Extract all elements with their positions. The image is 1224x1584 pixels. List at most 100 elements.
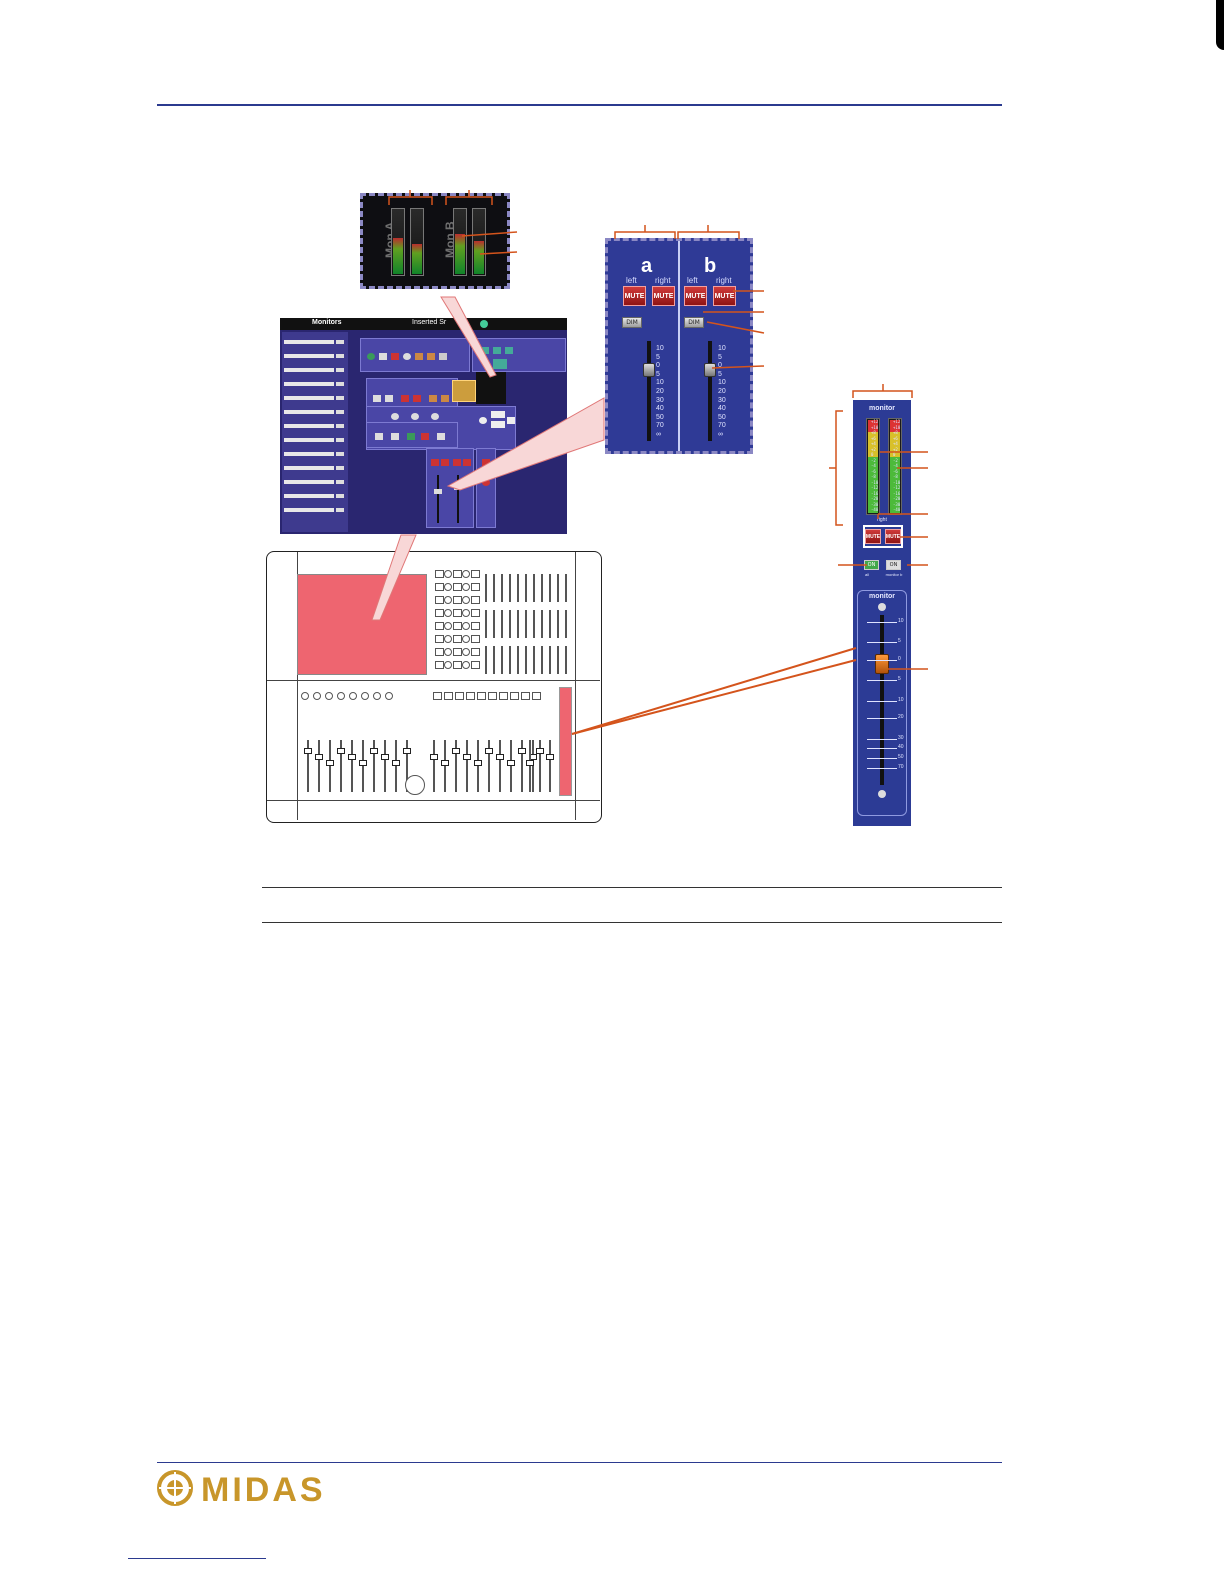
meter-right-scale-label: -2 [893, 457, 898, 463]
console-control [462, 570, 470, 578]
console-fader-cap [536, 748, 544, 754]
console-screen-highlight [297, 574, 427, 675]
fader-b-scale-label: 50 [718, 413, 726, 421]
console-control [435, 583, 444, 591]
meter-right-scale-label: 0 [893, 452, 896, 457]
console-fader-cap [370, 748, 378, 754]
fader-b-knob[interactable] [704, 363, 716, 377]
monitor-header: monitor [868, 405, 896, 412]
console-channel-column [549, 574, 551, 602]
group-b-label: b [704, 255, 717, 277]
console-channel-column [557, 574, 559, 602]
console-knob [385, 692, 393, 700]
page-edge-tab [1216, 0, 1224, 50]
console-fader-track [395, 740, 397, 792]
console-fader-cap [526, 760, 534, 766]
meter-right-scale-label: -10 [893, 479, 901, 485]
console-channel-column [557, 646, 559, 674]
fader-a-scale-label: 70 [656, 422, 664, 430]
console-fader-track [433, 740, 435, 792]
fader-a-knob[interactable] [643, 363, 655, 377]
meter-left-scale-label: -2 [871, 457, 876, 463]
console-channel-column [509, 574, 511, 602]
mute-b-right-button[interactable]: MUTE [713, 286, 736, 306]
fader-b-track [708, 341, 712, 441]
console-button [488, 692, 497, 700]
monitor-fader-scale-label: 20 [898, 714, 904, 720]
monitor-fader-scale-label: 5 [898, 638, 901, 644]
console-channel-column [509, 646, 511, 674]
fader-a-scale-label: 40 [656, 405, 664, 413]
console-control [471, 661, 480, 669]
meter-right-scale-label: +6 [893, 435, 898, 441]
meter-left-scale-label: -4 [871, 463, 876, 468]
console-channel-column [501, 646, 503, 674]
monitor-fader-knob[interactable] [875, 654, 889, 674]
talkback-panel [360, 338, 470, 372]
console-outline [266, 551, 602, 823]
fader-a-scale-label: 20 [656, 388, 664, 395]
console-control [435, 596, 444, 604]
header-rule [157, 104, 1002, 106]
solo-button[interactable] [452, 380, 476, 402]
console-fader-track [539, 740, 541, 792]
console-channel-column [541, 574, 543, 602]
console-fader-track [549, 740, 551, 792]
console-control [462, 648, 470, 656]
fader-a-scale-label: 30 [656, 396, 664, 404]
fader-a-scale-label: 0 [656, 362, 660, 370]
console-button [532, 692, 541, 700]
fader-a-track [647, 341, 651, 441]
console-channel-column [541, 646, 543, 674]
console-fader-cap [507, 760, 515, 766]
monitor-fader-scale-label: 0 [898, 656, 901, 662]
console-control [471, 583, 480, 591]
on-monitor-b-button[interactable]: ON [886, 560, 901, 570]
meter-left-scale-label: +8 [871, 430, 876, 435]
monitor-fader-scale-label: 50 [898, 754, 904, 760]
monitor-fader-scale-label: 30 [898, 735, 904, 741]
console-fader-track [351, 740, 353, 792]
bottom-screw-icon [878, 790, 886, 798]
fader-frame [857, 590, 907, 816]
console-control [444, 596, 452, 604]
fader-b-scale-label: 5 [718, 353, 722, 361]
fader-b-scale-label: 10 [718, 379, 726, 387]
mute-b-left-button[interactable]: MUTE [684, 286, 707, 306]
console-fader-track [477, 740, 479, 792]
monitor-fader-tick [867, 660, 897, 661]
console-control [462, 622, 470, 630]
console-fader-cap [337, 748, 345, 754]
meter-right-scale-label: -40 [893, 507, 901, 512]
console-channel-column [565, 646, 567, 674]
console-button [433, 692, 442, 700]
group-a-label: a [641, 255, 653, 277]
meter-right [888, 418, 902, 515]
fader-b-scale-label: 10 [718, 345, 726, 352]
console-control [444, 622, 452, 630]
console-control [453, 661, 462, 669]
meter-left-scale-label: 0 [871, 452, 874, 457]
fader-b-scale-label: 20 [718, 388, 726, 395]
console-control [471, 609, 480, 617]
console-knob [361, 692, 369, 700]
dim-b-button[interactable]: DIM [684, 317, 704, 328]
monitors-screen: Monitors Inserted Sr [280, 318, 567, 534]
console-channel-column [525, 610, 527, 638]
console-knob [301, 692, 309, 700]
meter-left-scale-label: +2 [871, 446, 876, 452]
console-trackball [405, 775, 425, 795]
fader-a-scale-label: ∞ [656, 431, 661, 438]
console-fader-cap [381, 754, 389, 760]
meter-right-scale-label: -8 [893, 474, 898, 479]
meter-right-scale-label: -12 [893, 485, 901, 490]
mute-left-button[interactable]: MUTE [865, 529, 881, 544]
dim-a-button[interactable]: DIM [622, 317, 642, 328]
console-fader-track [521, 740, 523, 792]
mute-a-right-button[interactable]: MUTE [652, 286, 675, 306]
mute-a-left-button[interactable]: MUTE [623, 286, 646, 306]
monitor-fader-scale-label: 70 [898, 764, 904, 770]
console-channel-column [485, 574, 487, 602]
meter-inset: Mon A Mon B [360, 193, 510, 289]
